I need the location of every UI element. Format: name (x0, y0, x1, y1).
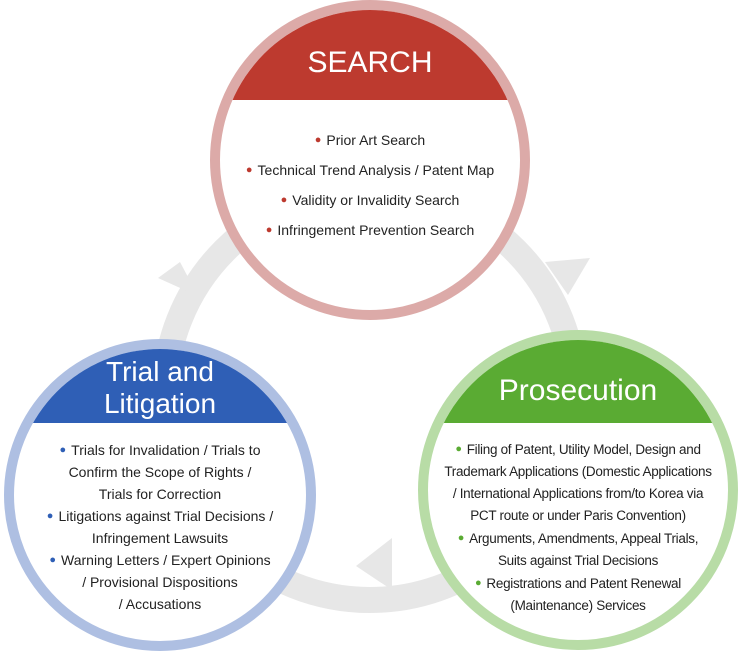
trial-title: Trial and Litigation (60, 356, 260, 420)
service-item-text: Suits against Trial Decisions (498, 553, 658, 568)
service-item: ● Validity or Invalidity Search (220, 185, 520, 215)
service-item-line: ● Validity or Invalidity Search (220, 185, 520, 215)
search-title: SEARCH (270, 46, 470, 80)
service-item-text: Trials for Correction (99, 486, 221, 502)
service-item: ● Filing of Patent, Utility Model, Design… (428, 438, 728, 527)
prosecution-title: Prosecution (478, 374, 678, 408)
service-item: ● Arguments, Amendments, Appeal Trials, Su… (428, 527, 728, 572)
service-item-text: Validity or Invalidity Search (292, 192, 459, 208)
service-item-text: / Accusations (119, 596, 202, 612)
service-item-text: Arguments, Amendments, Appeal Trials, (469, 531, 698, 546)
service-item-line: ● Infringement Prevention Search (220, 215, 520, 245)
prosecution-service-list: ● Filing of Patent, Utility Model, Design… (428, 438, 728, 617)
bullet-icon: ● (458, 532, 464, 544)
service-item-line: Confirm the Scope of Rights / (20, 461, 300, 483)
bullet-icon: ● (60, 444, 67, 456)
service-item-text: Prior Art Search (326, 132, 425, 148)
service-item-text: Confirm the Scope of Rights / (69, 464, 252, 480)
service-item: ● Trials for Invalidation / Trials to Conf… (20, 439, 300, 505)
service-item-line: / Accusations (20, 593, 300, 615)
bullet-icon: ● (281, 194, 288, 206)
service-item-line: Infringement Lawsuits (20, 527, 300, 549)
service-item-line: ● Registrations and Patent Renewal (428, 572, 728, 595)
service-item-line: / International Applications from/to Kor… (428, 483, 728, 505)
bullet-icon: ● (455, 443, 461, 455)
service-item-text: Infringement Lawsuits (92, 530, 228, 546)
service-item-text: Trials for Invalidation / Trials to (71, 442, 260, 458)
trial-title-line: Trial and (60, 356, 260, 388)
service-item-line: ● Filing of Patent, Utility Model, Design… (428, 438, 728, 461)
service-item-text: / Provisional Dispositions (82, 574, 238, 590)
service-item-text: Technical Trend Analysis / Patent Map (258, 162, 495, 178)
service-item-line: Trademark Applications (Domestic Applica… (428, 461, 728, 483)
service-item-text: Infringement Prevention Search (277, 222, 474, 238)
service-item-line: Trials for Correction (20, 483, 300, 505)
service-item-text: PCT route or under Paris Convention) (470, 508, 686, 523)
service-item-text: Registrations and Patent Renewal (486, 576, 681, 591)
bullet-icon: ● (266, 224, 273, 236)
service-item: ● Infringement Prevention Search (220, 215, 520, 245)
service-item-line: ● Technical Trend Analysis / Patent Map (220, 155, 520, 185)
trial-service-list: ● Trials for Invalidation / Trials to Conf… (20, 439, 300, 615)
service-item: ● Litigations against Trial Decisions / In… (20, 505, 300, 549)
service-item-line: ● Litigations against Trial Decisions / (20, 505, 300, 527)
service-item-line: ● Prior Art Search (220, 125, 520, 155)
service-item-line: (Maintenance) Services (428, 595, 728, 617)
bullet-icon: ● (246, 164, 253, 176)
service-item-line: / Provisional Dispositions (20, 571, 300, 593)
search-service-list: ● Prior Art Search ● Technical Trend Analys… (220, 125, 520, 245)
service-item-line: ● Trials for Invalidation / Trials to (20, 439, 300, 461)
service-item-text: Warning Letters / Expert Opinions (61, 552, 271, 568)
bullet-icon: ● (49, 554, 56, 566)
bullet-icon: ● (475, 577, 481, 589)
bullet-icon: ● (47, 510, 54, 522)
service-item-line: PCT route or under Paris Convention) (428, 505, 728, 527)
service-item-text: / International Applications from/to Kor… (453, 486, 703, 501)
service-item-text: Litigations against Trial Decisions / (58, 508, 273, 524)
service-item: ● Technical Trend Analysis / Patent Map (220, 155, 520, 185)
service-item: ● Registrations and Patent Renewal (Mainte… (428, 572, 728, 617)
service-item: ● Prior Art Search (220, 125, 520, 155)
service-item-line: Suits against Trial Decisions (428, 550, 728, 572)
trial-title-line: Litigation (60, 388, 260, 420)
service-item-text: Trademark Applications (Domestic Applica… (444, 464, 711, 479)
service-item-text: (Maintenance) Services (510, 598, 645, 613)
arrow-prosecution-to-trial-icon (356, 538, 392, 590)
service-item-text: Filing of Patent, Utility Model, Design … (467, 442, 701, 457)
service-item-line: ● Arguments, Amendments, Appeal Trials, (428, 527, 728, 550)
service-item: ● Warning Letters / Expert Opinions / Prov… (20, 549, 300, 615)
bullet-icon: ● (315, 134, 322, 146)
service-item-line: ● Warning Letters / Expert Opinions (20, 549, 300, 571)
